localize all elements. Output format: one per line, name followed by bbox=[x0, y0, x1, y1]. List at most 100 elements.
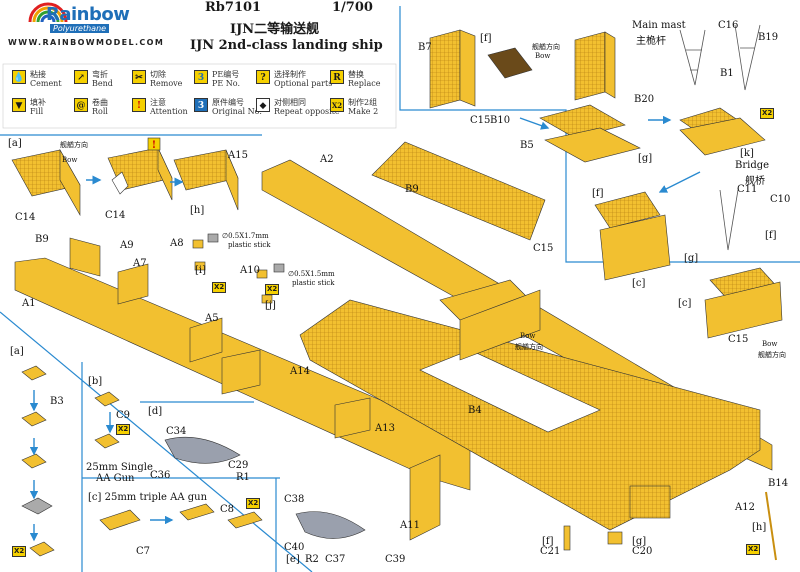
step-label-c-bridge: [c] bbox=[632, 278, 646, 289]
bow-en-right: Bow bbox=[762, 340, 778, 348]
part-c8: C8 bbox=[220, 504, 235, 515]
part-b20: B20 bbox=[634, 94, 655, 105]
scale-label: 1/700 bbox=[332, 0, 373, 15]
step-label-a-lower: [a] bbox=[10, 346, 24, 357]
part-a1: A1 bbox=[22, 298, 36, 309]
part-a7: A7 bbox=[133, 258, 147, 269]
attention-icon: ! bbox=[132, 98, 146, 112]
part-c38: C38 bbox=[284, 494, 305, 505]
step-arrows-left bbox=[29, 115, 701, 542]
part-b1: B1 bbox=[720, 68, 734, 79]
step-label-g-bottom: [g] bbox=[632, 536, 647, 547]
glue-drop-icon: 💧 bbox=[12, 70, 26, 84]
part-r2: R2 bbox=[305, 554, 319, 565]
step-label-g-right: [g] bbox=[684, 253, 699, 264]
step-label-d: [d] bbox=[148, 406, 163, 417]
part-a15: A15 bbox=[228, 150, 248, 161]
product-code: Rb7101 bbox=[205, 0, 262, 15]
part-c7: C7 bbox=[136, 546, 151, 557]
rainbow-icon bbox=[28, 2, 68, 23]
pe-number-icon: 3 bbox=[194, 70, 208, 84]
step-label-i: [i] bbox=[195, 265, 207, 276]
plastic-stick-1: plastic stick bbox=[228, 241, 271, 249]
legend-box bbox=[2, 63, 397, 129]
repeat-icon: ◆ bbox=[256, 98, 270, 112]
deck-b4 bbox=[299, 279, 761, 531]
part-c40: C40 bbox=[284, 542, 305, 553]
part-b14: B14 bbox=[768, 478, 789, 489]
make-two-badge-a8: X2 bbox=[212, 282, 227, 293]
main-mast-cn: 主桅杆 bbox=[636, 36, 666, 47]
step-a-arrows bbox=[86, 175, 184, 187]
step-label-e: [e] bbox=[286, 554, 300, 565]
part-c20: C20 bbox=[632, 546, 653, 557]
part-b4: B4 bbox=[468, 405, 482, 416]
small-parts-bottom bbox=[563, 491, 777, 561]
bridge-cn: 舰桥 bbox=[745, 176, 765, 187]
part-a11: A11 bbox=[400, 520, 420, 531]
brand-name: Rainbow bbox=[46, 4, 130, 25]
plastic-stick-2: plastic stick bbox=[292, 279, 335, 287]
part-r1: R1 bbox=[236, 472, 250, 483]
part-c15-main: C15 bbox=[533, 243, 554, 254]
boat-r1 bbox=[164, 436, 241, 464]
hull-side-a1 bbox=[14, 237, 471, 541]
part-c37: C37 bbox=[325, 554, 346, 565]
step-a-top: ! bbox=[11, 137, 239, 217]
bridge-en: Bridge bbox=[735, 160, 770, 171]
step-label-c-right: [c] bbox=[678, 298, 692, 309]
part-b3: B3 bbox=[50, 396, 64, 407]
superstructure-b7 bbox=[429, 29, 616, 109]
deck-b9 bbox=[371, 141, 546, 241]
make-two-badge-bottom: X2 bbox=[746, 544, 761, 555]
svg-text:!: ! bbox=[152, 140, 156, 151]
aa-gun-assembly bbox=[21, 365, 263, 557]
part-c10: C10 bbox=[770, 194, 791, 205]
part-c21: C21 bbox=[540, 546, 561, 557]
step-label-g-top: [g] bbox=[638, 153, 653, 164]
part-c29: C29 bbox=[228, 460, 249, 471]
part-a5: A5 bbox=[205, 313, 219, 324]
roll-icon: @ bbox=[74, 98, 88, 112]
bend-icon: ↗ bbox=[74, 70, 88, 84]
part-b7: B7 bbox=[418, 42, 432, 53]
make-two-badge-b: X2 bbox=[116, 424, 131, 435]
boat-r2 bbox=[295, 511, 366, 539]
part-b5: B5 bbox=[520, 140, 534, 151]
part-a10: A10 bbox=[240, 265, 260, 276]
title-chinese: IJN二等输送舰 bbox=[230, 22, 320, 37]
step-label-f-right: [f] bbox=[765, 230, 777, 241]
make-two-badge-c: X2 bbox=[246, 498, 261, 509]
make-two-badge-top: X2 bbox=[760, 108, 775, 119]
bow-cn-mid: 舰艏方向 bbox=[515, 343, 543, 351]
bow-cn: 舰艏方向 bbox=[60, 141, 88, 149]
part-a13: A13 bbox=[375, 423, 395, 434]
part-b19: B19 bbox=[758, 32, 779, 43]
aa-gun-label: AA Gun bbox=[96, 473, 135, 484]
step-label-b: [b] bbox=[88, 376, 103, 387]
make-two-badge-left: X2 bbox=[12, 546, 27, 557]
original-number-icon: 3 bbox=[194, 98, 208, 112]
step-label-f-top: [f] bbox=[480, 33, 492, 44]
step-label-a: [a] bbox=[8, 138, 22, 149]
brand-subtitle: Polyurethane bbox=[50, 24, 110, 33]
part-b9-a: B9 bbox=[35, 234, 49, 245]
aa-single-label: 25mm Single bbox=[86, 462, 153, 473]
bow-cn-right: 舰艏方向 bbox=[758, 351, 786, 359]
part-b9: B9 bbox=[405, 184, 419, 195]
step-label-h: [h] bbox=[190, 205, 205, 216]
part-c14-a: C14 bbox=[15, 212, 36, 223]
part-c16: C16 bbox=[718, 20, 739, 31]
part-a9: A9 bbox=[120, 240, 134, 251]
bridge-k bbox=[594, 191, 783, 339]
optional-icon: ? bbox=[256, 70, 270, 84]
